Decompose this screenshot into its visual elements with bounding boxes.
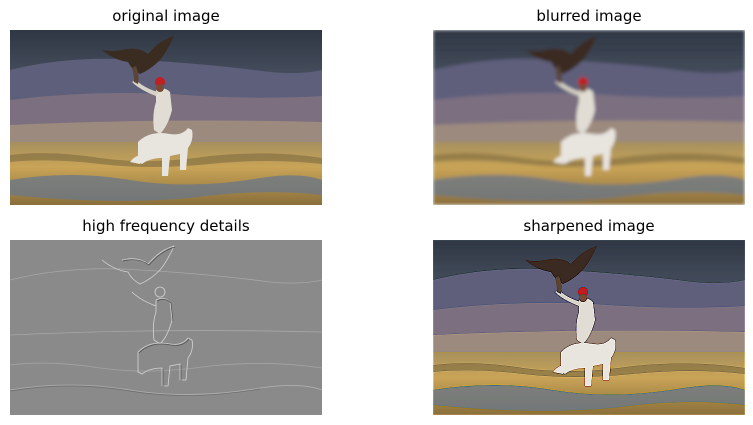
high-frequency-details-title: high frequency details	[82, 217, 250, 235]
blurred-image	[433, 30, 745, 205]
original-image-title: original image	[112, 7, 220, 25]
blurred-image-title: blurred image	[536, 7, 642, 25]
original-image	[10, 30, 322, 205]
high-frequency-details-image	[10, 240, 322, 415]
sharpened-image-title: sharpened image	[523, 217, 655, 235]
sharpened-image	[433, 240, 745, 415]
